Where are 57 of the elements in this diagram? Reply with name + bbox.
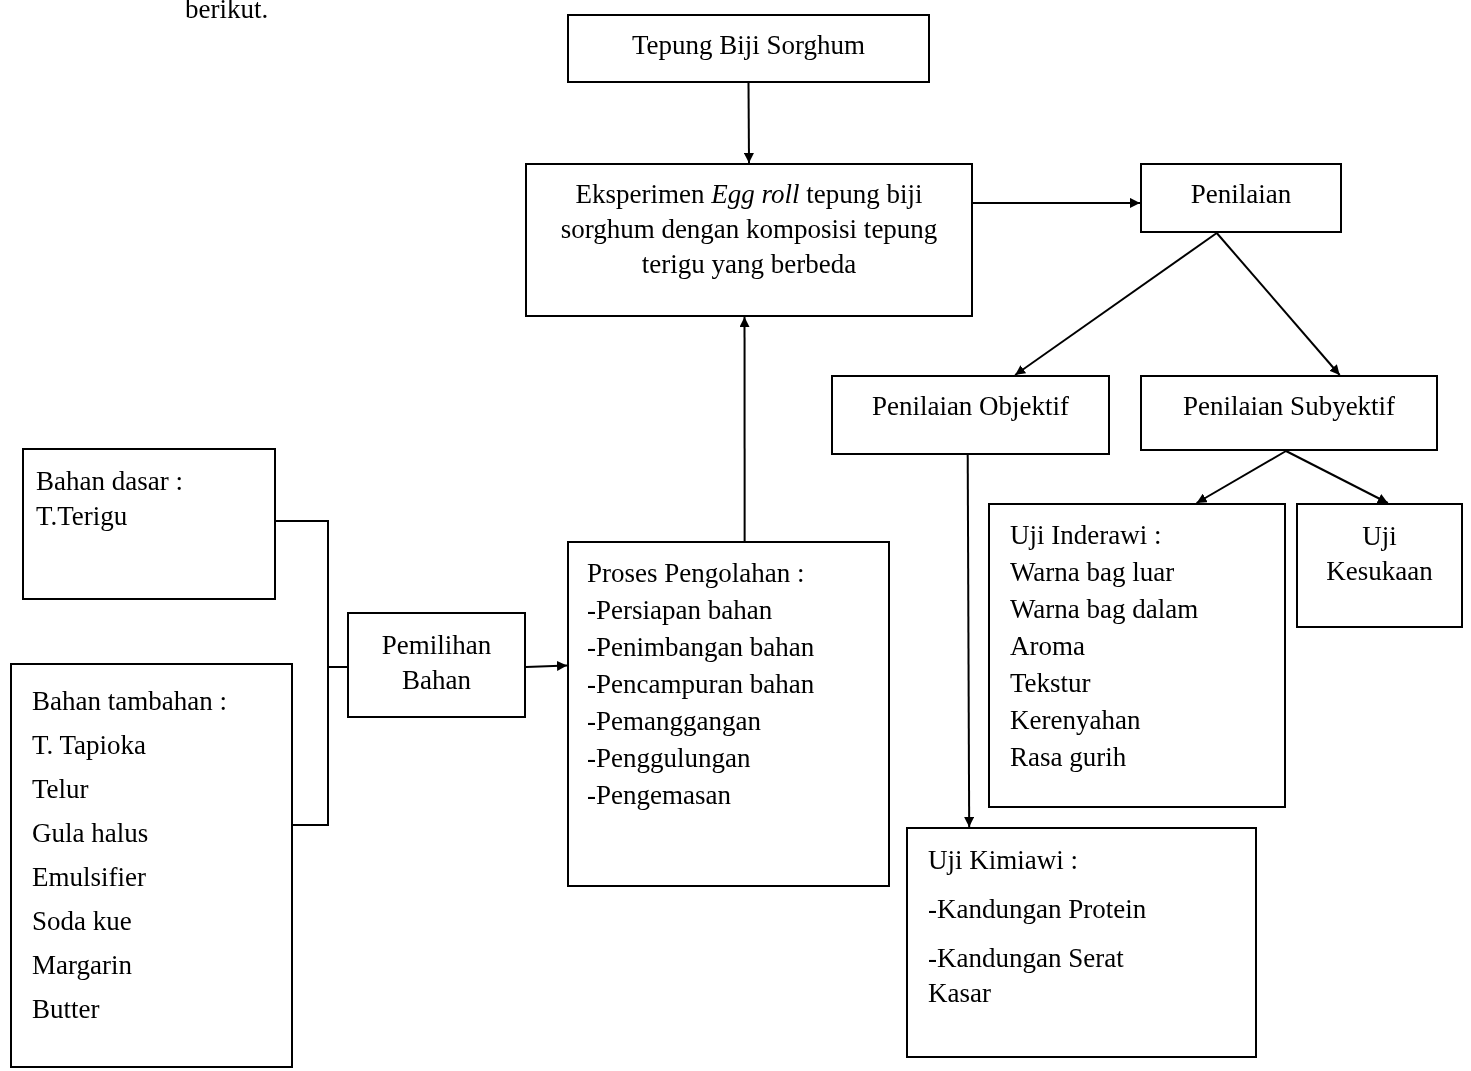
box-text: Penilaian Objektif xyxy=(870,390,1071,423)
arrow xyxy=(964,454,975,828)
list-item: -Pencampuran bahan xyxy=(587,668,816,701)
arrow xyxy=(1285,450,1389,504)
arrow xyxy=(525,660,568,671)
arrow xyxy=(1195,450,1287,504)
box-heading: Uji Inderawi : xyxy=(1010,519,1163,552)
process-box xyxy=(22,448,276,600)
process-box xyxy=(567,14,930,83)
process-box xyxy=(1140,163,1342,233)
arrow xyxy=(743,82,754,164)
list-item: Rasa gurih xyxy=(1010,741,1128,774)
connector-line xyxy=(292,666,348,826)
box-text: Uji Kesukaan xyxy=(1325,520,1434,589)
list-item: Emulsifier xyxy=(32,861,147,894)
list-item: -Pengemasan xyxy=(587,779,732,812)
list-item: Warna bag dalam xyxy=(1010,593,1200,626)
process-box xyxy=(831,375,1110,455)
list-item: Warna bag luar xyxy=(1010,556,1176,589)
arrow xyxy=(739,316,750,542)
box-heading: Bahan tambahan : xyxy=(32,685,228,718)
list-item: Margarin xyxy=(32,949,133,982)
list-item: -Pemanggangan xyxy=(587,705,762,738)
box-text: Penilaian xyxy=(1189,178,1293,211)
list-item: T.Terigu xyxy=(36,500,129,534)
list-item: Aroma xyxy=(1010,630,1086,663)
box-heading: Uji Kimiawi : xyxy=(928,844,1079,877)
process-box xyxy=(10,663,293,1068)
process-box xyxy=(906,827,1257,1058)
list-item: -Penimbangan bahan xyxy=(587,631,816,664)
arrow xyxy=(1215,232,1341,376)
list-item: Tekstur xyxy=(1010,667,1092,700)
box-text: Pemilihan Bahan xyxy=(380,629,493,698)
list-item: -Penggulungan xyxy=(587,742,752,775)
process-box xyxy=(347,612,526,718)
list-item: Telur xyxy=(32,773,90,806)
list-item: -Persiapan bahan xyxy=(587,594,774,627)
list-item: Soda kue xyxy=(32,905,133,938)
list-item: Gula halus xyxy=(32,817,150,850)
process-box xyxy=(525,163,973,317)
process-box xyxy=(567,541,890,887)
list-item: -Kandungan Serat Kasar xyxy=(928,942,1125,1011)
box-heading: Proses Pengolahan : xyxy=(587,557,806,590)
list-item: Kerenyahan xyxy=(1010,704,1142,737)
arrow xyxy=(1014,232,1218,376)
list-item: T. Tapioka xyxy=(32,729,148,762)
box-heading: Bahan dasar : xyxy=(36,465,184,498)
box-text: Penilaian Subyektif xyxy=(1181,390,1397,423)
process-box xyxy=(988,503,1286,808)
list-item: -Kandungan Protein xyxy=(928,893,1148,927)
list-item: Butter xyxy=(32,993,101,1026)
process-box xyxy=(1296,503,1463,628)
process-box xyxy=(1140,375,1438,451)
arrow xyxy=(972,197,1141,208)
box-text: Eksperimen Egg roll tepung biji sorghum dengan komposisi tepung terigu yang berbeda xyxy=(559,178,939,282)
box-text: Tepung Biji Sorghum xyxy=(630,29,867,62)
note-text: berikut. xyxy=(185,0,269,25)
